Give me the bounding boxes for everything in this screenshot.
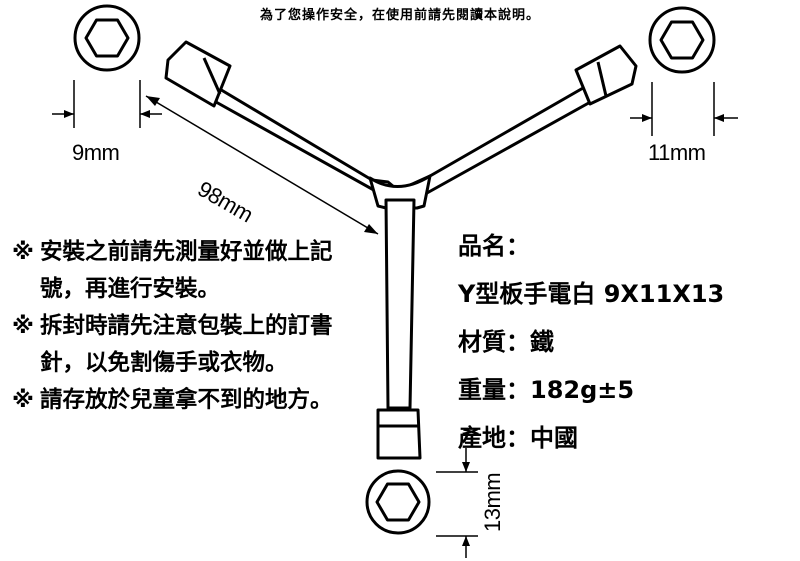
- wrench-body: [164, 40, 638, 460]
- left-socket-dimension: 9mm: [72, 140, 120, 165]
- left-socket-hexagon: [73, 4, 141, 72]
- caution-note: ※ 請存放於兒童拿不到的地方。: [12, 382, 342, 419]
- caution-note: ※ 安裝之前請先測量好並做上記號，再進行安裝。: [12, 234, 342, 308]
- spec-weight: 重量：182g±5: [458, 376, 635, 404]
- reference-mark-icon: ※: [12, 239, 34, 265]
- reference-mark-icon: ※: [12, 387, 34, 413]
- reference-mark-icon: ※: [12, 313, 34, 339]
- caution-note-text: 安裝之前請先測量好並做上記號，再進行安裝。: [40, 239, 333, 302]
- right-socket-dimension: 11mm: [648, 140, 706, 165]
- spec-origin: 產地：中國: [458, 424, 578, 452]
- safety-notice: 為了您操作安全，在使用前請先閱讀本說明。: [259, 8, 540, 23]
- bottom-socket-hexagon: [365, 469, 431, 535]
- caution-note-text: 拆封時請先注意包裝上的訂書針，以免割傷手或衣物。: [40, 313, 333, 376]
- dimension-lines: [52, 80, 738, 558]
- caution-note-text: 請存放於兒童拿不到的地方。: [40, 387, 333, 413]
- spec-material: 材質：鐵: [458, 328, 554, 356]
- product-specs: 品名： Y型板手電白 9X11X13 材質：鐵 重量：182g±5 產地：中國: [458, 222, 798, 462]
- spec-name-label: 品名：: [458, 232, 530, 260]
- caution-note: ※ 拆封時請先注意包裝上的訂書針，以免割傷手或衣物。: [12, 308, 342, 382]
- caution-notes: ※ 安裝之前請先測量好並做上記號，再進行安裝。 ※ 拆封時請先注意包裝上的訂書針…: [12, 234, 342, 419]
- bottom-socket-dimension: 13mm: [480, 472, 505, 532]
- spec-product-name: Y型板手電白 9X11X13: [458, 280, 725, 308]
- right-socket-hexagon: [648, 6, 716, 74]
